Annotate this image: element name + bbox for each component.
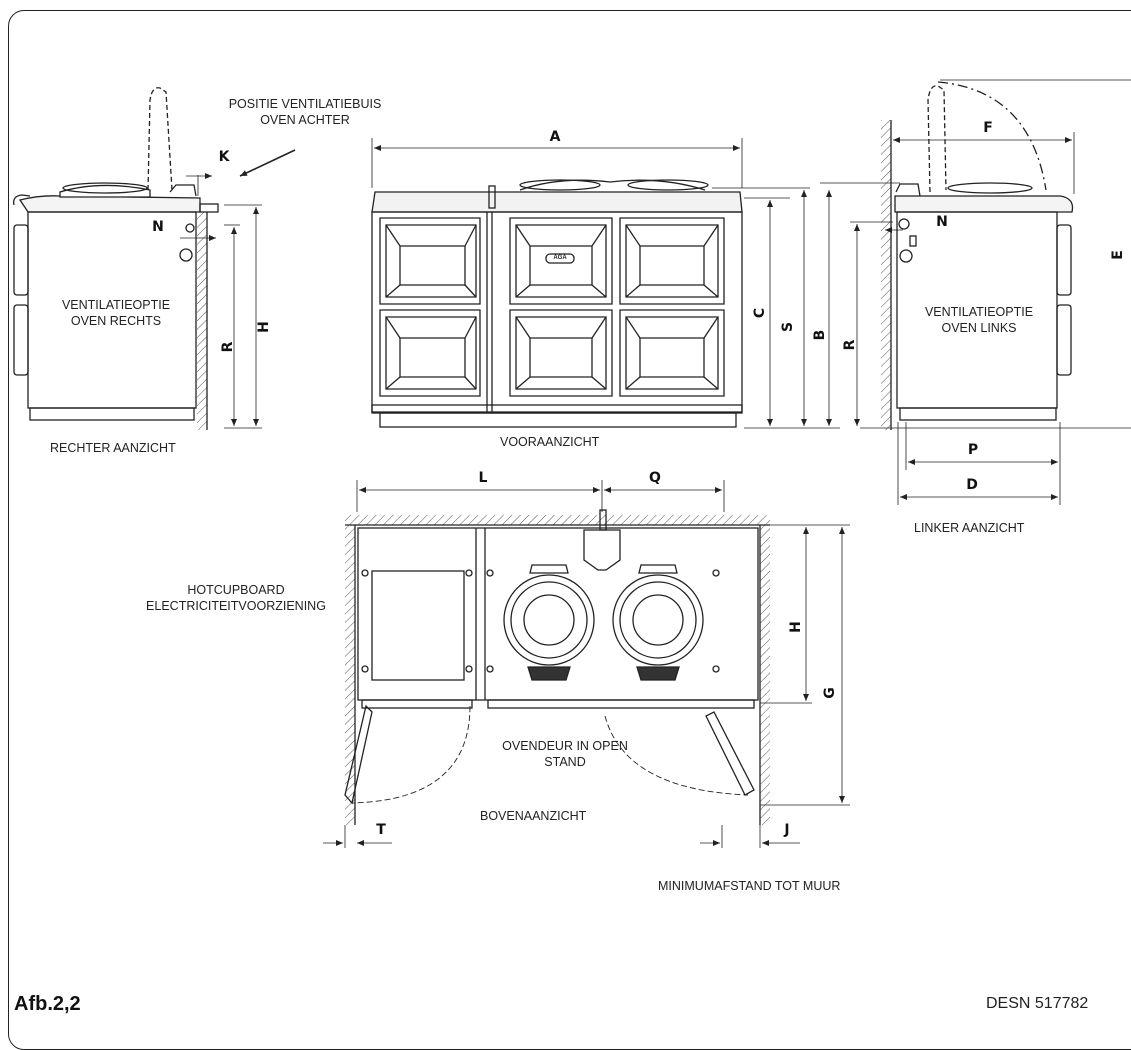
vent-left-note: VENTILATIEOPTIE OVEN LINKS (915, 304, 1043, 336)
figure-label: Afb.2,2 (14, 993, 81, 1015)
dim-f: F (983, 120, 993, 136)
vent-left-line2: OVEN LINKS (941, 321, 1017, 335)
dim-c: C (752, 307, 768, 319)
dim-q: Q (649, 470, 661, 486)
vent-right-line2: OVEN RECHTS (70, 314, 162, 328)
aga-badge-text: AGA (553, 255, 567, 261)
right-view-title: RECHTER AANZICHT (50, 441, 176, 455)
vent-right-line1: VENTILATIEOPTIE (61, 298, 171, 312)
dim-j: J (784, 822, 790, 838)
oven-door-line2: STAND (544, 755, 586, 769)
front-view (371, 138, 840, 429)
dim-p: P (967, 442, 979, 458)
vent-position-line2: OVEN ACHTER (260, 113, 350, 127)
hotcupboard-line1: HOTCUPBOARD (187, 583, 285, 597)
dim-r-left: R (842, 339, 858, 351)
dim-k: K (218, 149, 230, 165)
dim-h-right: H (256, 321, 272, 333)
dim-n-left: N (936, 214, 948, 230)
dim-r-right: R (220, 341, 236, 353)
dim-b: B (812, 329, 828, 341)
dim-h-top: H (788, 621, 804, 633)
front-view-title: VOORAANZICHT (500, 435, 600, 449)
right-side-view (13, 87, 296, 430)
hotcupboard-line2: ELECTRICITEITVOORZIENING (146, 599, 326, 613)
left-side-view (820, 79, 1131, 505)
dim-e: E (1110, 250, 1126, 260)
left-view-title: LINKER AANZICHT (914, 521, 1025, 535)
dim-l: L (478, 470, 488, 486)
document-number: DESN 517782 (986, 995, 1089, 1012)
vent-right-note: VENTILATIEOPTIE OVEN RECHTS (52, 297, 180, 329)
dim-a: A (549, 129, 561, 145)
vent-position-note: POSITIE VENTILATIEBUIS OVEN ACHTER (220, 96, 390, 128)
vent-position-line1: POSITIE VENTILATIEBUIS (228, 97, 382, 111)
top-view (323, 480, 850, 848)
technical-drawing (13, 79, 1131, 848)
oven-door-note: OVENDEUR IN OPEN STAND (500, 738, 630, 770)
hotcupboard-note: HOTCUPBOARD ELECTRICITEITVOORZIENING (146, 582, 326, 614)
dim-d: D (966, 477, 978, 493)
top-view-title: BOVENAANZICHT (480, 809, 587, 823)
dim-n-right: N (152, 219, 164, 235)
dim-s: S (780, 321, 796, 333)
min-distance-note: MINIMUMAFSTAND TOT MUUR (658, 879, 841, 893)
vent-left-line1: VENTILATIEOPTIE (924, 305, 1034, 319)
oven-door-line1: OVENDEUR IN OPEN (502, 739, 628, 753)
dim-t: T (376, 822, 386, 838)
dim-g: G (822, 687, 838, 699)
